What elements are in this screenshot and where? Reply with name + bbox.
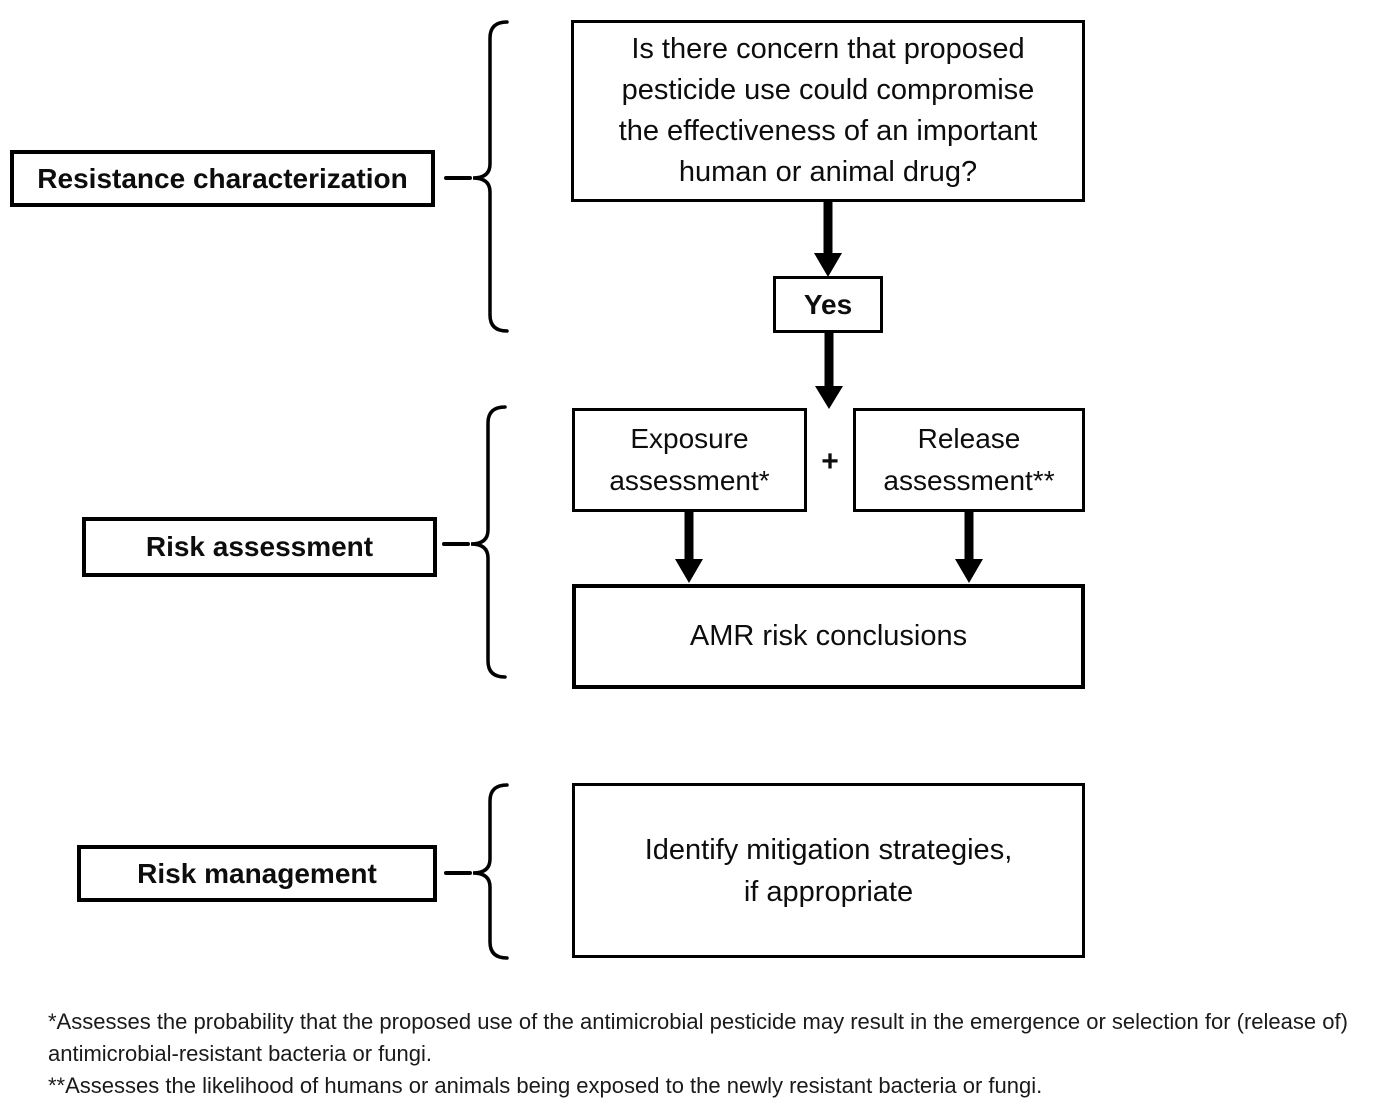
footnote-release-definition: *Assesses the probability that the propo… bbox=[48, 1009, 1348, 1066]
arrow-exposure-to-amr bbox=[675, 510, 703, 583]
stage-label-risk-assessment: Risk assessment bbox=[82, 517, 437, 577]
node-yes: Yes bbox=[773, 276, 883, 333]
arrow-question-to-yes bbox=[814, 200, 842, 277]
brace-resistance-characterization bbox=[472, 20, 509, 333]
node-question-concern: Is there concern that proposed pesticide… bbox=[571, 20, 1085, 202]
stage-label-resistance-characterization: Resistance characterization bbox=[10, 150, 435, 207]
footnote-exposure-definition: **Assesses the likelihood of humans or a… bbox=[48, 1073, 1043, 1098]
brace-risk-management bbox=[472, 783, 509, 960]
node-release-assessment: Release assessment** bbox=[853, 408, 1085, 512]
arrow-release-to-amr bbox=[955, 510, 983, 583]
node-amr-risk-conclusions: AMR risk conclusions bbox=[572, 584, 1085, 689]
node-exposure-assessment: Exposure assessment* bbox=[572, 408, 807, 512]
node-identify-mitigation-strategies: Identify mitigation strategies, if appro… bbox=[572, 783, 1085, 958]
plus-operator: + bbox=[821, 445, 839, 478]
stage-label-risk-management: Risk management bbox=[77, 845, 437, 902]
arrow-yes-to-assessments bbox=[815, 331, 843, 409]
footnotes: *Assesses the probability that the propo… bbox=[48, 1006, 1390, 1102]
brace-risk-assessment bbox=[470, 405, 507, 679]
